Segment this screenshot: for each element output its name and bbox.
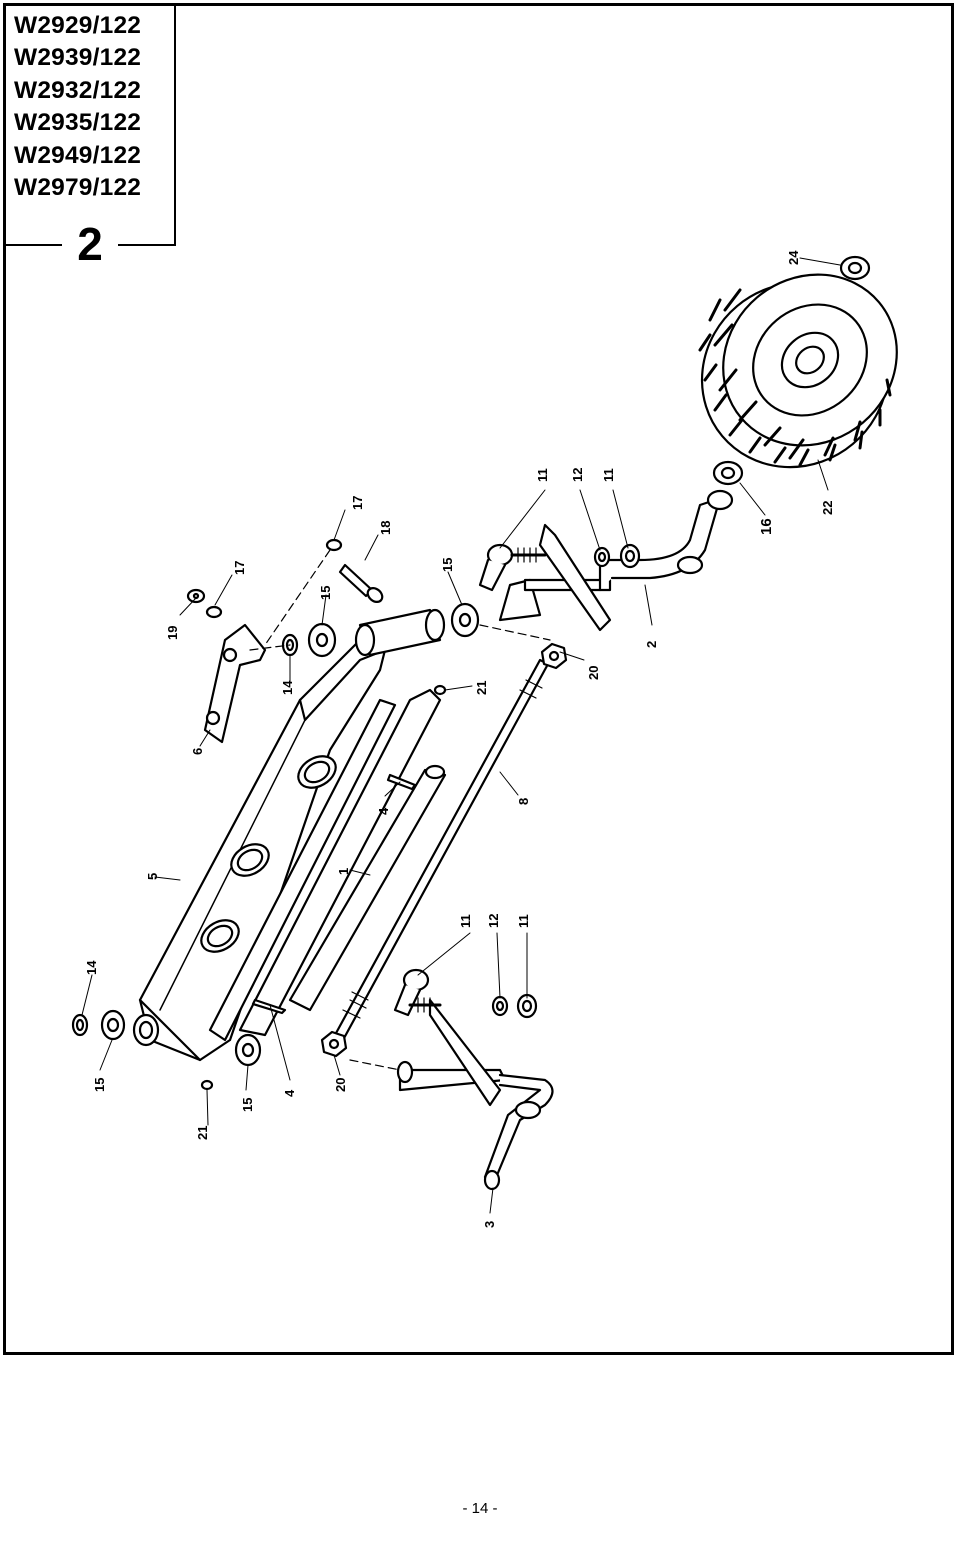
washer-15-a bbox=[450, 602, 480, 638]
model-number-box: W2929/122 W2939/122 W2932/122 W2935/122 … bbox=[6, 6, 176, 246]
callout-3: 3 bbox=[482, 1221, 497, 1228]
callout-11: 11 bbox=[458, 914, 473, 928]
exploded-parts-diagram: 11 12 11 11 12 11 17 17 19 18 15 15 14 6… bbox=[71, 250, 898, 1228]
callout-4: 4 bbox=[376, 807, 391, 815]
axle-bar bbox=[288, 764, 447, 1012]
model-number: W2932/122 bbox=[14, 76, 142, 104]
section-number: 2 bbox=[62, 218, 118, 270]
callout-19: 19 bbox=[165, 626, 180, 640]
callout-24: 24 bbox=[786, 250, 801, 265]
washer-24 bbox=[839, 255, 871, 281]
pivot-tube bbox=[354, 608, 446, 657]
callout-21: 21 bbox=[195, 1126, 210, 1140]
lock-washer-12-lower bbox=[491, 995, 509, 1017]
model-number: W2935/122 bbox=[14, 109, 142, 137]
callout-6: 6 bbox=[190, 748, 205, 755]
callout-2: 2 bbox=[644, 641, 659, 648]
callout-12: 12 bbox=[570, 468, 585, 482]
stub-bolt-lower bbox=[393, 968, 442, 1017]
model-number-list: W2929/122 W2939/122 W2932/122 W2935/122 … bbox=[14, 10, 141, 204]
nut-11-upper bbox=[619, 543, 641, 569]
callout-17: 17 bbox=[232, 561, 247, 575]
callout-5: 5 bbox=[145, 873, 160, 880]
bracket-6 bbox=[203, 623, 267, 744]
grease-nipple-21-a bbox=[433, 684, 447, 696]
washer-15-b bbox=[307, 622, 337, 658]
callout-4: 4 bbox=[282, 1089, 297, 1097]
cotter-pin-4-b bbox=[251, 998, 287, 1015]
callout-21: 21 bbox=[474, 681, 489, 695]
assembly-lines bbox=[249, 549, 551, 1071]
grease-nipple-21-b bbox=[200, 1079, 214, 1091]
callout-15: 15 bbox=[92, 1078, 107, 1092]
washer-15-c bbox=[100, 1009, 126, 1041]
page-number: - 14 - bbox=[462, 1500, 498, 1517]
callout-20: 20 bbox=[333, 1078, 348, 1092]
spindle-2 bbox=[498, 489, 734, 632]
stub-bolt-upper bbox=[478, 543, 547, 592]
circlip-14-b bbox=[71, 1013, 89, 1037]
callout-18: 18 bbox=[378, 521, 393, 535]
model-number: W2949/122 bbox=[14, 141, 142, 169]
callout-17: 17 bbox=[350, 496, 365, 510]
washer-17-a bbox=[325, 538, 343, 552]
lock-washer-12-upper bbox=[593, 546, 611, 568]
nut-11-lower bbox=[516, 993, 538, 1019]
nut-20-lower bbox=[320, 1030, 348, 1058]
nut-19 bbox=[186, 588, 206, 604]
washer-16 bbox=[712, 460, 744, 486]
model-number: W2979/122 bbox=[14, 174, 142, 202]
callout-14: 14 bbox=[280, 680, 295, 695]
cotter-pin-4-a bbox=[386, 773, 417, 791]
tie-rod bbox=[333, 658, 550, 1042]
callout-15: 15 bbox=[440, 558, 455, 572]
spindle-3 bbox=[396, 998, 554, 1191]
nut-20-upper bbox=[540, 642, 568, 670]
callout-22: 22 bbox=[820, 501, 835, 515]
callout-15: 15 bbox=[240, 1098, 255, 1112]
bolt-18 bbox=[338, 563, 384, 603]
callout-15: 15 bbox=[318, 586, 333, 600]
callout-11: 11 bbox=[601, 468, 616, 482]
callout-20: 20 bbox=[586, 666, 601, 680]
callout-14: 14 bbox=[84, 960, 99, 975]
model-number: W2939/122 bbox=[14, 44, 142, 72]
model-number: W2929/122 bbox=[14, 12, 142, 39]
callout-1: 1 bbox=[336, 868, 351, 875]
callout-16: 16 bbox=[758, 518, 775, 535]
washer-15-d bbox=[234, 1033, 262, 1067]
leader-lines bbox=[81, 257, 841, 1214]
callout-12: 12 bbox=[486, 914, 501, 928]
callout-11: 11 bbox=[535, 468, 550, 482]
callout-11: 11 bbox=[516, 914, 531, 928]
washer-17-b bbox=[205, 605, 223, 619]
callout-8: 8 bbox=[516, 798, 531, 805]
wheel-22 bbox=[698, 273, 898, 469]
diagram-frame bbox=[3, 3, 954, 1355]
